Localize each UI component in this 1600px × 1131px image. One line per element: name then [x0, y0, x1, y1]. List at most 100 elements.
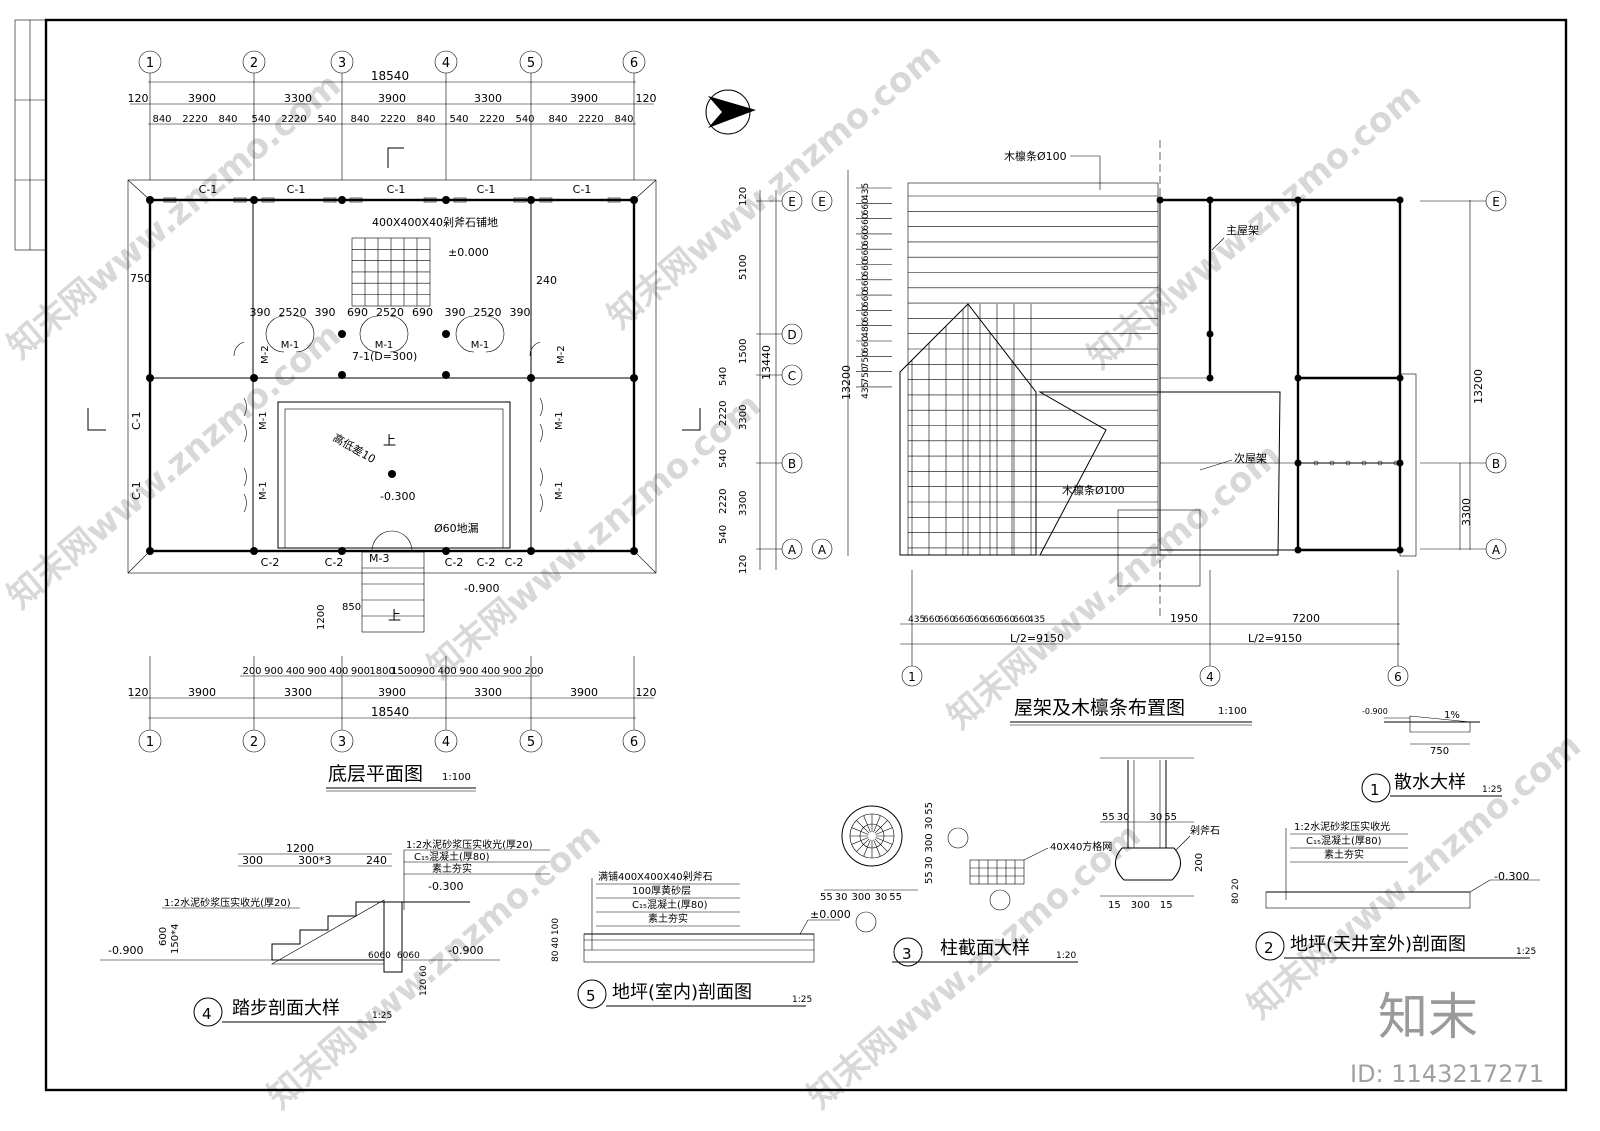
- window-label: C-2: [505, 556, 524, 569]
- axis-label: 6: [630, 735, 638, 750]
- dim-text: 540: [718, 367, 729, 386]
- axis-label: A: [788, 543, 797, 557]
- courtyard-dim-20: 20: [1231, 878, 1241, 890]
- dim-text: 660: [861, 274, 871, 291]
- courtyard-num: 2: [1264, 939, 1274, 957]
- dim-text: 840: [218, 114, 237, 125]
- dim-text: 900: [503, 666, 522, 677]
- dim-text: 3900: [188, 92, 216, 105]
- door-label: M-2: [556, 345, 567, 364]
- courtyard-section: 1:2水泥砂浆压实收光 C₁₅混凝土(厚80) 素土夯实 -0.300 80 2…: [1231, 820, 1540, 961]
- door-label: M-1: [281, 340, 300, 351]
- roof-gable: [899, 303, 1037, 556]
- dim-text: 840: [614, 114, 633, 125]
- plan-stair: [361, 551, 425, 633]
- indoor-level: ±0.000: [810, 908, 851, 921]
- dim-text: 660: [861, 198, 871, 215]
- apron-num: 1: [1370, 781, 1380, 799]
- dim-text: 400: [438, 666, 457, 677]
- indoor-note-1: 满铺400X400X40剁斧石: [598, 870, 713, 883]
- column-dot: [338, 330, 346, 338]
- window-label: C-2: [477, 556, 496, 569]
- dim-text: 3300: [284, 686, 312, 699]
- door-label: M-1: [554, 411, 565, 430]
- door-label: M-1: [258, 481, 269, 500]
- up-arrow-label: 上: [383, 434, 396, 449]
- column-dot: [630, 547, 638, 555]
- axis-label: 1: [146, 735, 154, 750]
- column-num: 3: [902, 945, 912, 963]
- window-label: C-1: [287, 183, 306, 196]
- axis-label: A: [1492, 543, 1501, 557]
- axis-label: C: [788, 369, 796, 383]
- dim-750: 750: [130, 272, 151, 285]
- roof-axis-bubbles-right: EBA: [1420, 190, 1507, 560]
- axis-label: E: [788, 195, 796, 209]
- axis-label: 5: [527, 735, 535, 750]
- dim-text: 840: [350, 114, 369, 125]
- watermark-text: 知末网www.znzmo.com: [1240, 725, 1589, 1027]
- column-note: 7-1(D=300): [352, 350, 417, 363]
- step-note-1: 1:2水泥砂浆压实收光(厚20): [406, 838, 533, 851]
- col-grid-label: 40X40方格网: [1050, 840, 1112, 853]
- dim-text: 390: [250, 306, 271, 319]
- column-dot: [250, 374, 258, 382]
- dim-text: 5100: [738, 255, 749, 280]
- door-label: M-1: [554, 481, 565, 500]
- apron-width: 750: [1430, 746, 1449, 757]
- dim-text: 660: [861, 259, 871, 276]
- dim-text: 3300: [738, 405, 749, 430]
- watermark-text: 知末网www.znzmo.com: [600, 35, 949, 337]
- column-dot: [388, 470, 396, 478]
- watermark-text: 知末网www.znzmo.com: [940, 435, 1289, 737]
- column-dot: [442, 547, 450, 555]
- dim-text: 660: [983, 615, 1000, 625]
- axis-label: E: [1492, 195, 1500, 209]
- column-scale: 1:20: [1056, 951, 1076, 961]
- dim-text: 540: [718, 449, 729, 468]
- axis-label: 4: [442, 735, 450, 750]
- col-stone-label: 剁斧石: [1190, 824, 1220, 837]
- dim-text: 3900: [378, 686, 406, 699]
- axis-label: E: [818, 195, 826, 209]
- indoor-v-dims: 8040100: [551, 918, 561, 962]
- axis-label: 6: [1394, 670, 1402, 684]
- axis-label: 3: [338, 735, 346, 750]
- step-level-030: -0.300: [428, 880, 463, 893]
- apron-detail: -0.900 1% 750 1 散水大样 1:25: [1361, 707, 1502, 803]
- column-base-drum: [1115, 847, 1181, 881]
- column-dot: [527, 547, 535, 555]
- dim-text: 840: [152, 114, 171, 125]
- axis-label: 1: [908, 670, 916, 684]
- step-scale: 1:25: [372, 1011, 392, 1021]
- axis-label: D: [787, 328, 796, 342]
- dim-text: 120: [738, 555, 749, 574]
- dim-text: 540: [317, 114, 336, 125]
- watermark-text: 知末网www.znzmo.com: [0, 315, 349, 617]
- slope-note: 高低差10: [331, 430, 379, 466]
- column-dot: [338, 547, 346, 555]
- column-title: 柱截面大样: [940, 938, 1030, 959]
- dim-text: 120: [636, 686, 657, 699]
- roof-total-v: 13440: [760, 345, 773, 380]
- dim-text: 390: [445, 306, 466, 319]
- column-dot: [338, 371, 346, 379]
- dim-text: 660: [861, 305, 871, 322]
- step-section: 1200 300 300*3 240 1:2水泥砂浆压实收光(厚20) C₁₅混…: [100, 838, 550, 1027]
- sheet-border: [44, 18, 1568, 1092]
- drain-note: Ø60地漏: [434, 522, 479, 535]
- dim-text: 540: [718, 525, 729, 544]
- dim-text: 2220: [479, 114, 504, 125]
- door-m3-label: M-3: [369, 552, 389, 565]
- indoor-note-4: 素土夯实: [648, 912, 688, 925]
- dim-text: 200: [524, 666, 543, 677]
- indoor-scale: 1:25: [792, 995, 812, 1005]
